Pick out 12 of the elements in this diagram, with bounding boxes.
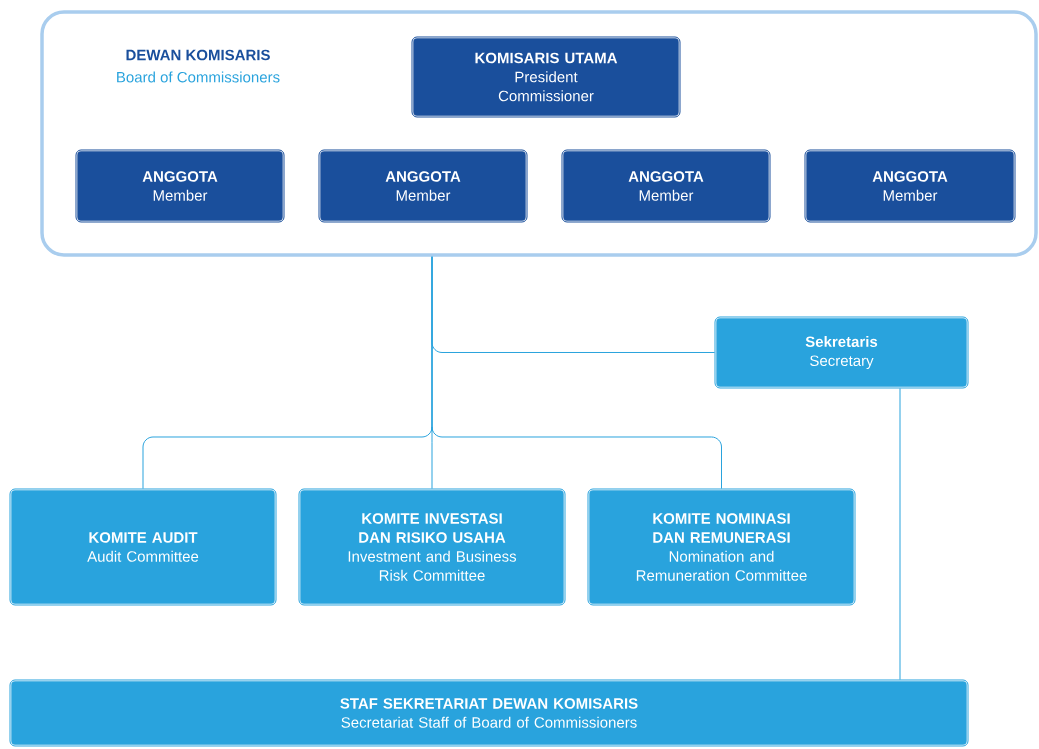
committee-box: STAF SEKRETARIAT DEWAN KOMISARIS Secretariat Staff of Board of Commissioners (8, 678, 970, 748)
committee-box: KOMITE INVESTASI DAN RISIKO USAHA Investment and Business Risk Committee (297, 487, 567, 607)
member-box: ANGGOTA Member (803, 148, 1017, 224)
member-box: ANGGOTA Member (74, 148, 286, 224)
connector-line (431, 256, 716, 353)
committee-box: KOMITE NOMINASI DAN REMUNERASI Nomination and Remuneration Committee (586, 487, 857, 607)
member-box: KOMISARIS UTAMA President Commissioner (410, 35, 682, 119)
committee-box: Sekretaris Secretary (713, 315, 970, 390)
member-box: ANGGOTA Member (317, 148, 529, 224)
member-box: ANGGOTA Member (560, 148, 772, 224)
connector-line (899, 387, 901, 681)
committee-box: KOMITE AUDIT Audit Committee (8, 487, 278, 607)
